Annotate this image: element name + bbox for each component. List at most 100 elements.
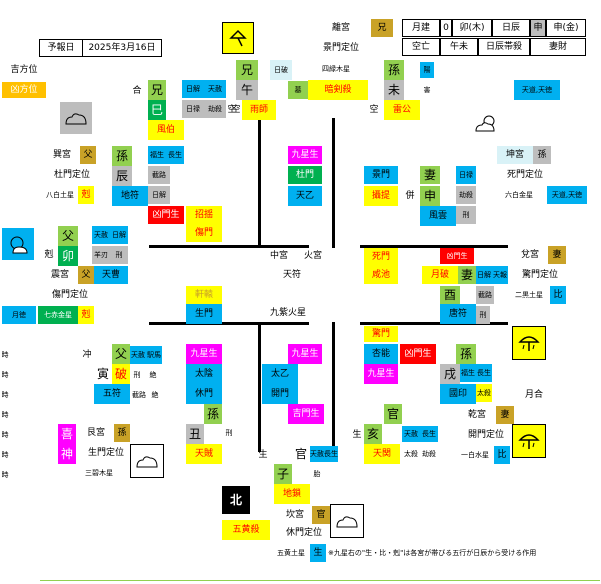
- ne-inner-branch: 寅: [96, 367, 109, 381]
- se-inner-star: 地符: [112, 186, 148, 206]
- umbrella-icon: [222, 22, 254, 54]
- east-rel: 父: [58, 226, 78, 246]
- west-inner-s3: 截路: [476, 286, 494, 304]
- north-center-s1: 天赦: [310, 446, 324, 462]
- kan-palace-name: 坎宮: [285, 509, 304, 520]
- sw-top-kong: 空: [369, 104, 379, 115]
- sw-inner-branch: 申: [420, 186, 440, 206]
- zhen-s1: 月徳: [2, 306, 36, 324]
- west-inner-s4: 刑: [476, 306, 490, 324]
- west-inner-gate2: 凶門生: [440, 248, 474, 264]
- north-inner-god: 太乙: [262, 364, 298, 384]
- east-star: 天曹: [94, 266, 128, 284]
- east-label: 剋: [44, 249, 54, 260]
- gen-palace-relation: 孫: [114, 424, 130, 442]
- sw-inner-spirit: 攝提: [364, 186, 398, 206]
- nw-inner-star: 國印: [440, 384, 476, 404]
- left-time-4: 時: [1, 410, 9, 419]
- ne-inner-god: 破: [112, 364, 130, 384]
- ne-inner-label: 冲: [82, 349, 92, 360]
- south-inner-star: 天乙: [288, 186, 322, 206]
- ne-inner-rel: 父: [112, 344, 130, 364]
- gen-palace-star: 三碧木星: [85, 468, 113, 477]
- ne-gate-gate: 休門: [186, 384, 222, 404]
- kan-palace-gate: 休門定位: [285, 527, 322, 538]
- nw-inner-spirit: 杏能: [364, 344, 398, 364]
- nw-low-spirit: 天関: [364, 444, 400, 464]
- north-center-label: 生: [352, 429, 362, 440]
- dui-palace-name: 兌宮: [520, 249, 539, 260]
- zhen-palace-gate: 傷門定位: [51, 289, 88, 300]
- kan-palace-star: 五黄土星: [277, 548, 305, 557]
- south-relation: 兄: [236, 60, 258, 80]
- north-low-branch: 丑: [186, 424, 204, 444]
- nw-inner-gate: 驚門: [364, 326, 398, 342]
- gen-s1: 喜: [58, 424, 76, 444]
- left-time-2: 時: [1, 370, 9, 379]
- ne-inner-star: 五符: [94, 384, 130, 404]
- se-top-s3: 日禄: [182, 100, 204, 118]
- sw-top-branch: 未: [384, 80, 404, 100]
- se-inner-s4: 日解: [148, 186, 170, 204]
- ne-inner-s1: 天赦: [130, 346, 146, 364]
- ne-inner-s3: 刑: [133, 370, 141, 379]
- zhen-palace-star: 七赤金星: [38, 306, 78, 324]
- ne-inner-s4: 絶: [149, 370, 157, 379]
- left-time-5: 時: [1, 430, 9, 439]
- xun-palace-relation: 父: [80, 146, 96, 164]
- se-inner-gate2: 傷門: [186, 224, 222, 242]
- nw-inner-s4: 太殺: [476, 384, 492, 402]
- north-inner-spirit: 九星生: [288, 344, 322, 364]
- kun-palace-relation: 孫: [533, 146, 551, 164]
- umbrella-rain-icon: [512, 326, 546, 360]
- se-top-s4: 劫殺: [204, 100, 226, 118]
- sw-inner-gate: 景門: [364, 166, 398, 184]
- se-inner-god: 招揺: [186, 206, 222, 224]
- month-label: 月建: [402, 19, 440, 37]
- nw-inner-label: 月合: [524, 389, 543, 400]
- xun-palace-rel2: 剋: [78, 186, 94, 204]
- nw-low-s3: 太殺: [404, 449, 418, 458]
- cloud-icon: [330, 504, 364, 538]
- xun-palace-star: 八白土星: [46, 190, 74, 199]
- sw-inner-rel: 妻: [420, 166, 440, 184]
- north-center-s2: 長生: [324, 446, 338, 462]
- nw-low-s4: 劫殺: [422, 449, 436, 458]
- dui-palace-relation: 妻: [548, 246, 566, 264]
- month-num: 0: [440, 19, 452, 37]
- kun-s1b: 天道,天徳: [547, 186, 587, 204]
- north-low-label: 生: [258, 449, 268, 460]
- south-branch: 午: [236, 80, 258, 100]
- center-element: 火宮: [303, 250, 322, 261]
- north-center-branch: 子: [274, 464, 292, 484]
- ne-inner-s2: 駅馬: [146, 346, 162, 364]
- kan-palace-relation: 官: [312, 506, 330, 524]
- east-inner-gate: 生門: [186, 304, 222, 324]
- unlucky-direction-label: 凶方位: [2, 82, 46, 98]
- report-date-value: 2025年3月16日: [82, 39, 162, 57]
- qian-palace-star: 一白水星: [461, 450, 489, 459]
- left-time-1: 時: [1, 350, 9, 359]
- west-inner-gate: 死門: [364, 248, 398, 266]
- nw-low-branch: 亥: [364, 424, 382, 444]
- east-branch: 卯: [58, 246, 78, 266]
- nw-low-s2: 長生: [420, 426, 438, 442]
- center-star-gate: 天符: [282, 269, 301, 280]
- cloud-icon: [130, 444, 164, 478]
- se-inner-gate: 凶門生: [148, 206, 184, 224]
- se-top-rel: 兄: [148, 80, 166, 100]
- se-top-kong: 空: [231, 104, 241, 115]
- south-spirit: 雨師: [242, 100, 276, 120]
- sw-top-rel: 孫: [384, 60, 404, 80]
- se-top-branch: 巳: [148, 100, 166, 120]
- center-name: 中宮: [269, 250, 288, 261]
- north-center-spirit: 地鎖: [274, 484, 310, 504]
- month-value: 卯(木): [452, 19, 492, 37]
- kun-s1: 天道,天徳: [514, 80, 560, 100]
- west-inner-branch: 酉: [440, 286, 460, 304]
- left-time-3: 時: [1, 390, 9, 399]
- se-inner-s3: 截路: [148, 166, 170, 184]
- se-inner-rel: 孫: [112, 146, 132, 166]
- west-inner-s1: 日解: [476, 266, 492, 284]
- kan-palace-rel2: 生: [310, 544, 326, 562]
